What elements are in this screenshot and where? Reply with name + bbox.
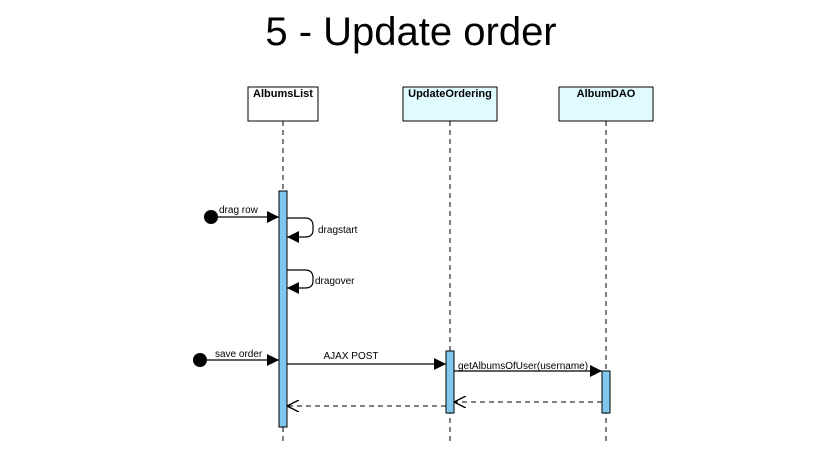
message-label: dragstart (318, 225, 358, 236)
participant-label: AlbumsList (253, 88, 313, 100)
message-label: AJAX POST (323, 351, 378, 362)
message-save-order: save order (193, 349, 279, 367)
self-call-arrow (287, 269, 314, 294)
participant-album-dao: AlbumDAO (558, 86, 654, 122)
message-drag-row: drag row (204, 205, 279, 224)
participant-box (247, 86, 319, 122)
self-call-arrow (287, 217, 314, 243)
message-dragover: dragover (287, 269, 355, 294)
message-get-albums-of-user: getAlbumsOfUser(username) (454, 361, 602, 377)
message-ajax-post: AJAX POST (287, 351, 446, 370)
diagram-title: 5 - Update order (265, 10, 556, 54)
activation-bar-update-ordering (445, 350, 455, 414)
activation-bar-album-dao (601, 370, 611, 414)
message-label: dragover (315, 276, 355, 287)
participant-update-ordering: UpdateOrdering (402, 86, 498, 122)
participant-albums-list: AlbumsList (247, 86, 319, 122)
message-label: save order (215, 349, 263, 360)
participant-box (558, 86, 654, 122)
activation-bar-albums-list (278, 190, 288, 428)
participant-box (402, 86, 498, 122)
participant-label: UpdateOrdering (408, 88, 492, 100)
message-dragstart: dragstart (287, 217, 358, 243)
message-label: drag row (219, 205, 259, 216)
participant-label: AlbumDAO (577, 88, 636, 100)
message-label: getAlbumsOfUser(username) (458, 361, 588, 372)
